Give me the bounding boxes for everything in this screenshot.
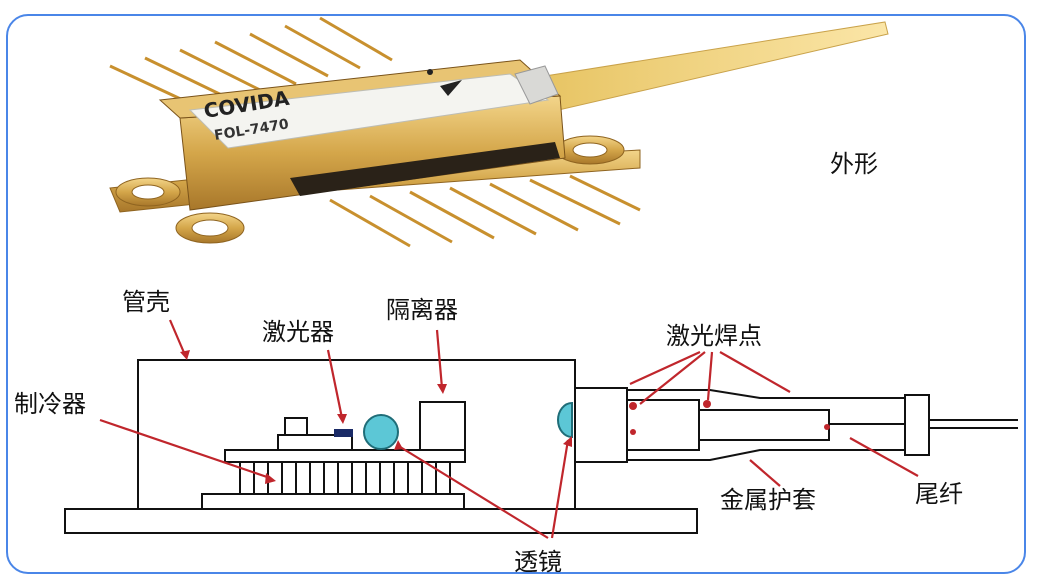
metal-sleeve-label: 金属护套 (720, 486, 816, 514)
pigtail-fiber-photo (518, 21, 889, 113)
cross-section (64, 359, 1018, 534)
laser-carrier (284, 417, 308, 436)
weld-ring (574, 387, 628, 463)
sleeve-end-cap (904, 394, 930, 456)
isolator-block (419, 401, 466, 451)
tec-bottom-plate (201, 493, 465, 510)
package-photo: COVIDA FOL-7470 (109, 16, 889, 248)
laser-weld-points-label: 激光焊点 (666, 322, 762, 350)
ferrule-inner (698, 409, 830, 441)
package-label (188, 73, 550, 149)
laser-submount (277, 434, 353, 451)
appearance-label: 外形 (830, 150, 878, 178)
laser-label: 激光器 (262, 318, 334, 346)
isolator-label: 隔离器 (386, 296, 458, 324)
weld-dots (629, 400, 830, 435)
housing-label: 管壳 (122, 288, 170, 316)
lens-ball (363, 414, 399, 450)
ferrule-tube (626, 399, 700, 451)
tec-label: 制冷器 (14, 390, 86, 418)
front-pins (329, 174, 641, 248)
feedthrough-strip (290, 142, 560, 196)
fiber-boot (514, 65, 559, 105)
lens-label: 透镜 (514, 548, 562, 576)
focus-lens (557, 401, 573, 439)
pigtail-label: 尾纤 (915, 480, 963, 508)
outer-frame (6, 14, 1026, 574)
base-plate (64, 508, 698, 534)
housing-box (137, 359, 576, 510)
tec-top-plate (224, 449, 466, 463)
laser-chip (334, 429, 353, 437)
leader-lines (99, 319, 919, 539)
